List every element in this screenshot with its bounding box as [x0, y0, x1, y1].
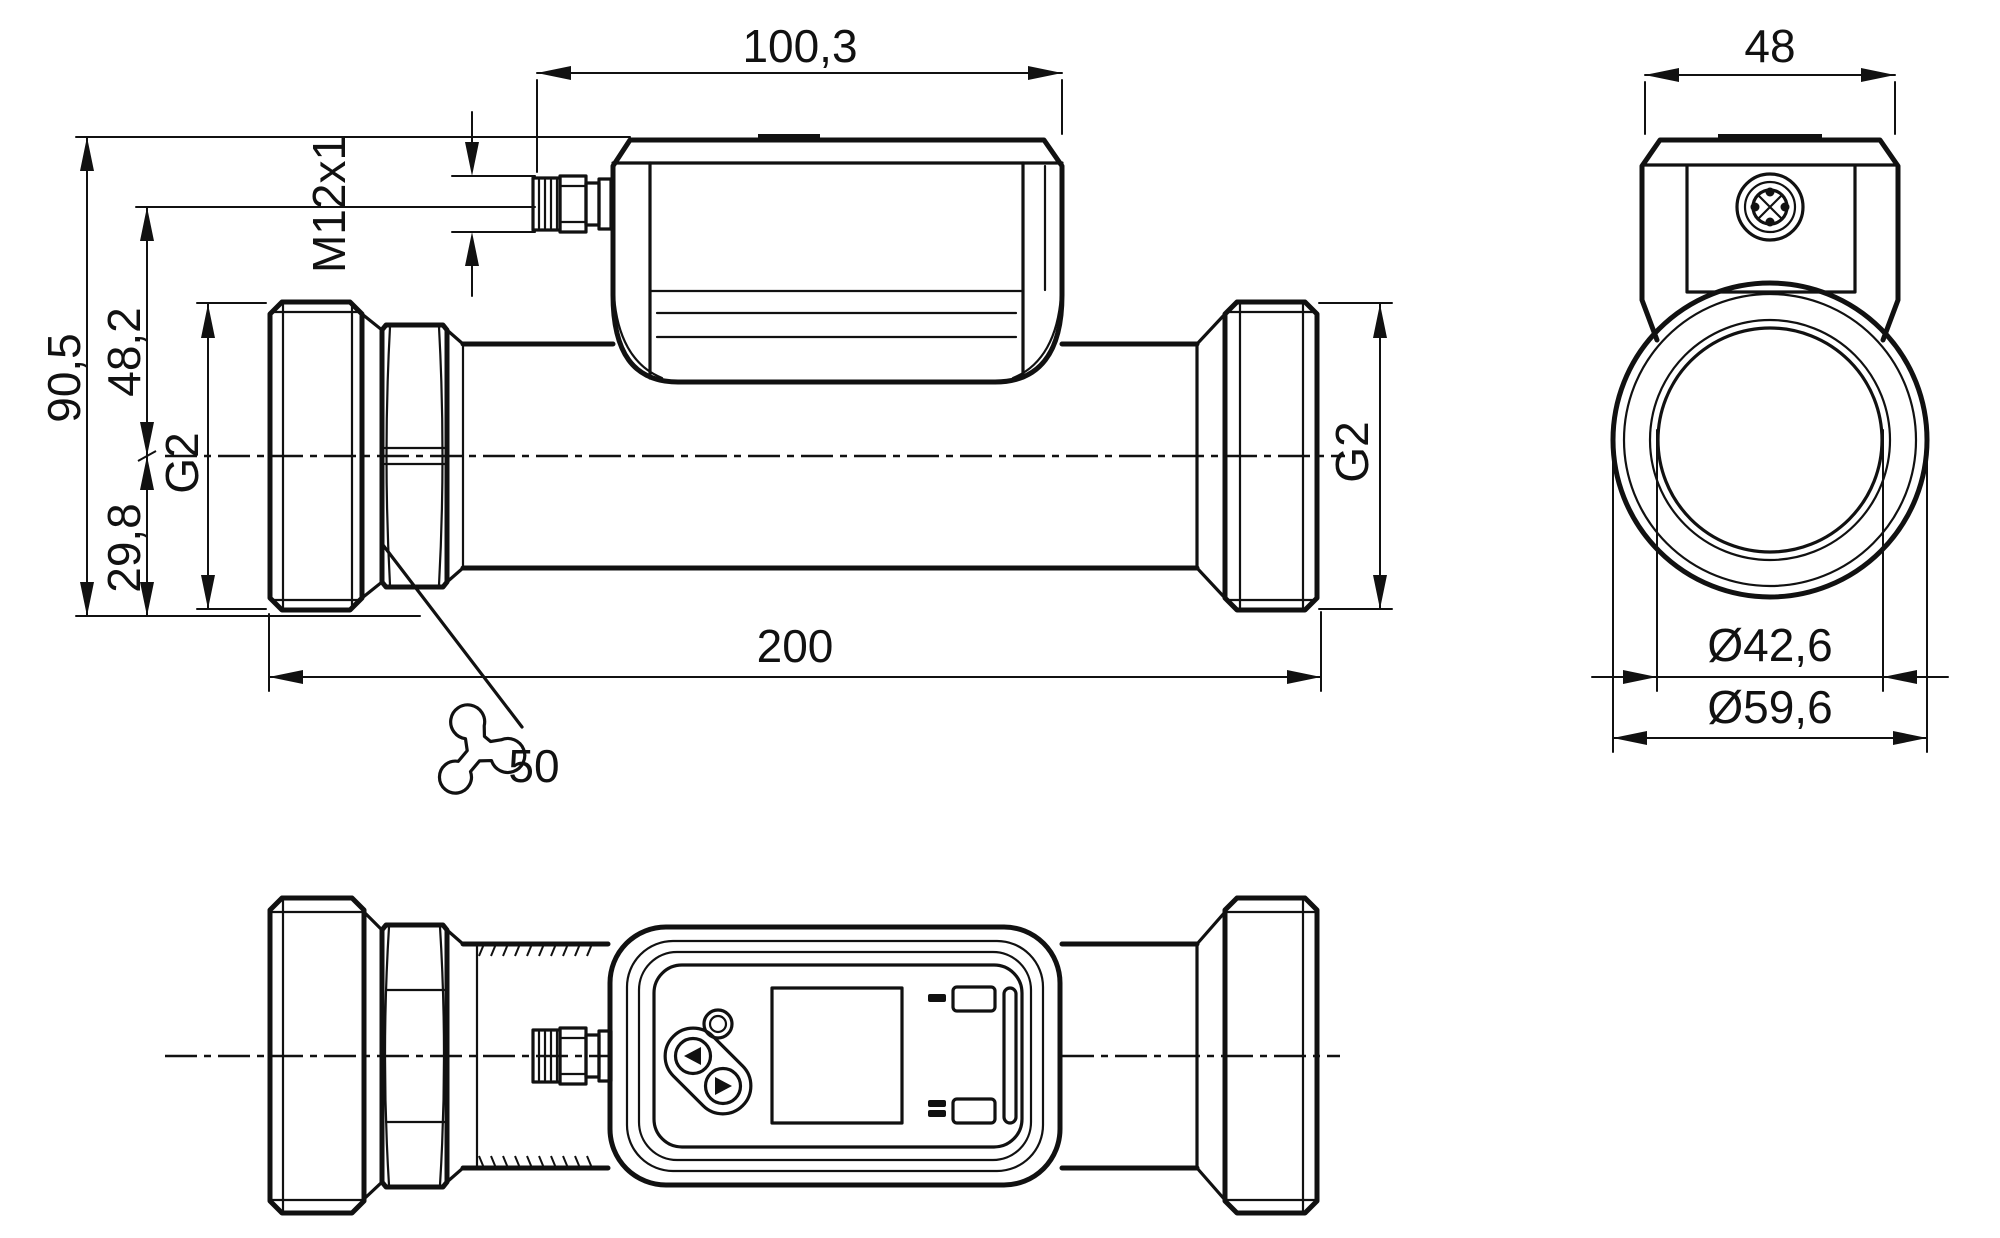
- arrow-right-icon: [715, 1077, 732, 1095]
- button-down[interactable]: [703, 1066, 743, 1106]
- dim-thread-left: G2: [156, 302, 267, 610]
- dim-connector-thread: M12x1: [303, 111, 536, 297]
- m12-connector-side: [531, 174, 613, 234]
- dim-head-width: 48: [1644, 20, 1896, 135]
- dim-overall-height: 90,5: [38, 136, 631, 617]
- side-keys: [928, 985, 1018, 1125]
- dim-head-length: 100,3: [536, 20, 1063, 173]
- led-indicator: [702, 1008, 734, 1040]
- top-pipe-body: [460, 910, 1227, 1202]
- dim-overall-length: 200: [268, 611, 1322, 692]
- end-view: 48 Ø42,6 Ø59,6: [1591, 20, 1949, 753]
- key-mark-top: [928, 994, 946, 1002]
- dim-thread-right-label: G2: [1326, 421, 1378, 482]
- left-cap: [267, 299, 384, 613]
- wrench-leader-line: [381, 543, 524, 729]
- button-up[interactable]: [673, 1036, 713, 1076]
- dim-axis-to-bottom: 29,8: [98, 450, 157, 617]
- top-left-cap: [267, 895, 384, 1216]
- arrow-left-icon: [684, 1047, 701, 1065]
- key-top[interactable]: [951, 985, 997, 1013]
- dim-axis-to-bottom-label: 29,8: [98, 503, 150, 593]
- key-bottom[interactable]: [951, 1097, 997, 1125]
- sensor-head-side: [610, 134, 1065, 385]
- dim-overall-height-label: 90,5: [38, 333, 90, 423]
- wrench-icon: [437, 703, 527, 795]
- hex-nut: [379, 322, 465, 590]
- dim-head-width-label: 48: [1744, 20, 1795, 72]
- top-view: [165, 895, 1340, 1216]
- dim-thread-right: G2: [1318, 302, 1393, 610]
- right-cap: [1222, 299, 1320, 613]
- display-window: [770, 986, 904, 1125]
- dim-connector-axis-height-label: 48,2: [98, 307, 150, 397]
- arrow-buttons[interactable]: [654, 1017, 763, 1126]
- top-right-cap: [1222, 895, 1320, 1216]
- side-view: 100,3 M12x1 90,5 48,2 29,8 G2: [38, 20, 1393, 795]
- end-head: [1639, 134, 1901, 343]
- dim-head-length-label: 100,3: [742, 20, 857, 72]
- dim-connector-axis-height: 48,2: [98, 206, 536, 457]
- display-head-top: [607, 924, 1063, 1188]
- pipe-end-circles: [1610, 280, 1930, 600]
- pipe-body: [460, 312, 1227, 600]
- dim-wrench-size-label: 50: [508, 740, 559, 792]
- key-mark-bottom-2: [928, 1110, 946, 1117]
- dim-bore-diameter-label: Ø42,6: [1707, 619, 1832, 671]
- top-hex-nut: [379, 922, 465, 1190]
- m12-connector-top: [531, 1026, 613, 1086]
- dim-outer-diameter: Ø59,6: [1612, 447, 1928, 753]
- dim-bore-diameter: Ø42,6: [1591, 429, 1949, 692]
- dim-outer-diameter-label: Ø59,6: [1707, 681, 1832, 733]
- dim-overall-length-label: 200: [757, 620, 834, 672]
- thread-ticks: [478, 943, 593, 1169]
- key-mark-bottom-1: [928, 1100, 946, 1107]
- dim-thread-left-label: G2: [156, 432, 208, 493]
- side-slot: [1002, 986, 1018, 1125]
- m12-connector-end: [1735, 172, 1805, 242]
- dim-connector-thread-label: M12x1: [303, 135, 355, 273]
